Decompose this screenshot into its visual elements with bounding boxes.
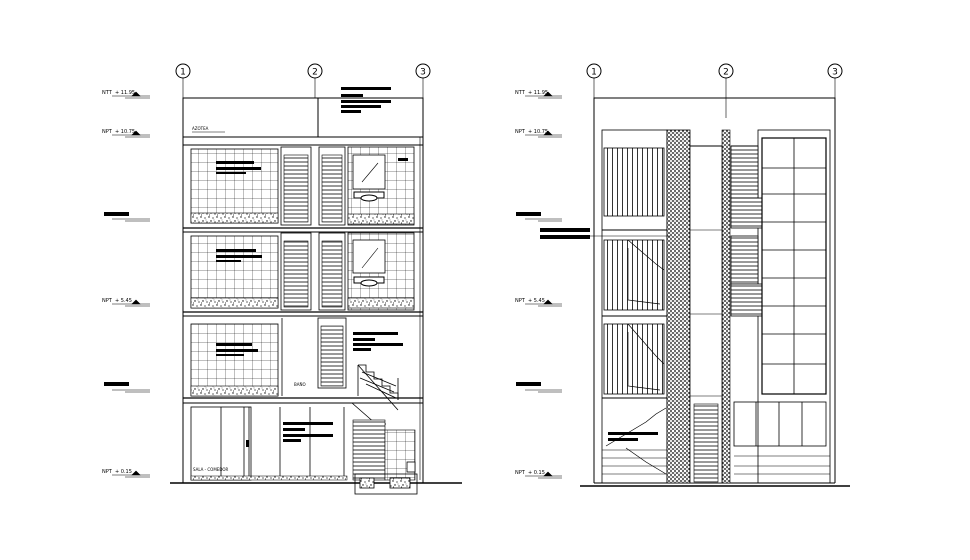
level-marker-left-2: NPT + 10.75 xyxy=(102,129,150,138)
level-prefix: NPT xyxy=(515,470,526,476)
grid-axis-label: 3 xyxy=(832,68,838,78)
level-prefix: NTT xyxy=(102,90,113,96)
level-value: + 11.95 xyxy=(115,90,135,96)
level-marker-right-blank-1 xyxy=(516,212,562,222)
grid-axis-left-3: 3 xyxy=(415,63,431,98)
stair-right xyxy=(605,239,667,475)
grid-axis-label: 2 xyxy=(312,68,318,78)
level-value: + 5.45 xyxy=(115,298,132,304)
left-elevation: 1 2 3 AZOTEA xyxy=(102,63,462,495)
level-value: + 10.75 xyxy=(115,129,135,135)
level-prefix: NPT xyxy=(102,469,113,475)
level-marker-right-blank-2 xyxy=(516,382,562,393)
grid-axis-left-2: 2 xyxy=(307,63,323,98)
level-prefix: NPT xyxy=(102,298,113,304)
roof-label: AZOTEA xyxy=(192,126,209,131)
level-marker-right-4: NPT + 0.15 xyxy=(515,470,562,479)
level-marker-right-1: NTT + 11.95 xyxy=(515,90,562,99)
level-prefix: NPT xyxy=(102,129,113,135)
grid-axis-label: 1 xyxy=(180,68,186,78)
ground-floor-label: SALA - COMEDOR xyxy=(193,467,229,472)
grid-axis-right-1: 1 xyxy=(586,63,602,98)
grid-axis-right-2: 2 xyxy=(718,63,734,118)
level-value: + 0.15 xyxy=(115,469,132,475)
grid-axis-right-3: 3 xyxy=(827,63,843,98)
level-value: + 10.75 xyxy=(528,129,548,135)
grid-axis-label: 1 xyxy=(591,68,597,78)
level-prefix: NTT xyxy=(515,90,526,96)
level-marker-left-4: NPT + 0.15 xyxy=(102,469,150,478)
stair-left xyxy=(351,364,418,495)
level-prefix: NPT xyxy=(515,298,526,304)
grid-axis-left-1: 1 xyxy=(175,63,191,98)
curtain-wall xyxy=(761,137,827,395)
right-elevation: 1 2 3 xyxy=(515,63,850,487)
level-marker-left-blank-1 xyxy=(104,212,150,222)
level-marker-left-blank-2 xyxy=(104,382,150,393)
grid-axis-label: 3 xyxy=(420,68,426,78)
level-value: + 0.15 xyxy=(528,470,545,476)
level-marker-left-3: NPT + 5.45 xyxy=(102,298,150,307)
level-value: + 5.45 xyxy=(528,298,545,304)
bath-label: BAÑO xyxy=(294,382,306,387)
grid-axis-label: 2 xyxy=(723,68,729,78)
level-value: + 11.95 xyxy=(528,90,548,96)
level-marker-left-1: NTT + 11.95 xyxy=(102,90,150,99)
level-marker-right-3: NPT + 5.45 xyxy=(515,298,562,307)
level-marker-right-2: NPT + 10.75 xyxy=(515,129,562,138)
level-prefix: NPT xyxy=(515,129,526,135)
